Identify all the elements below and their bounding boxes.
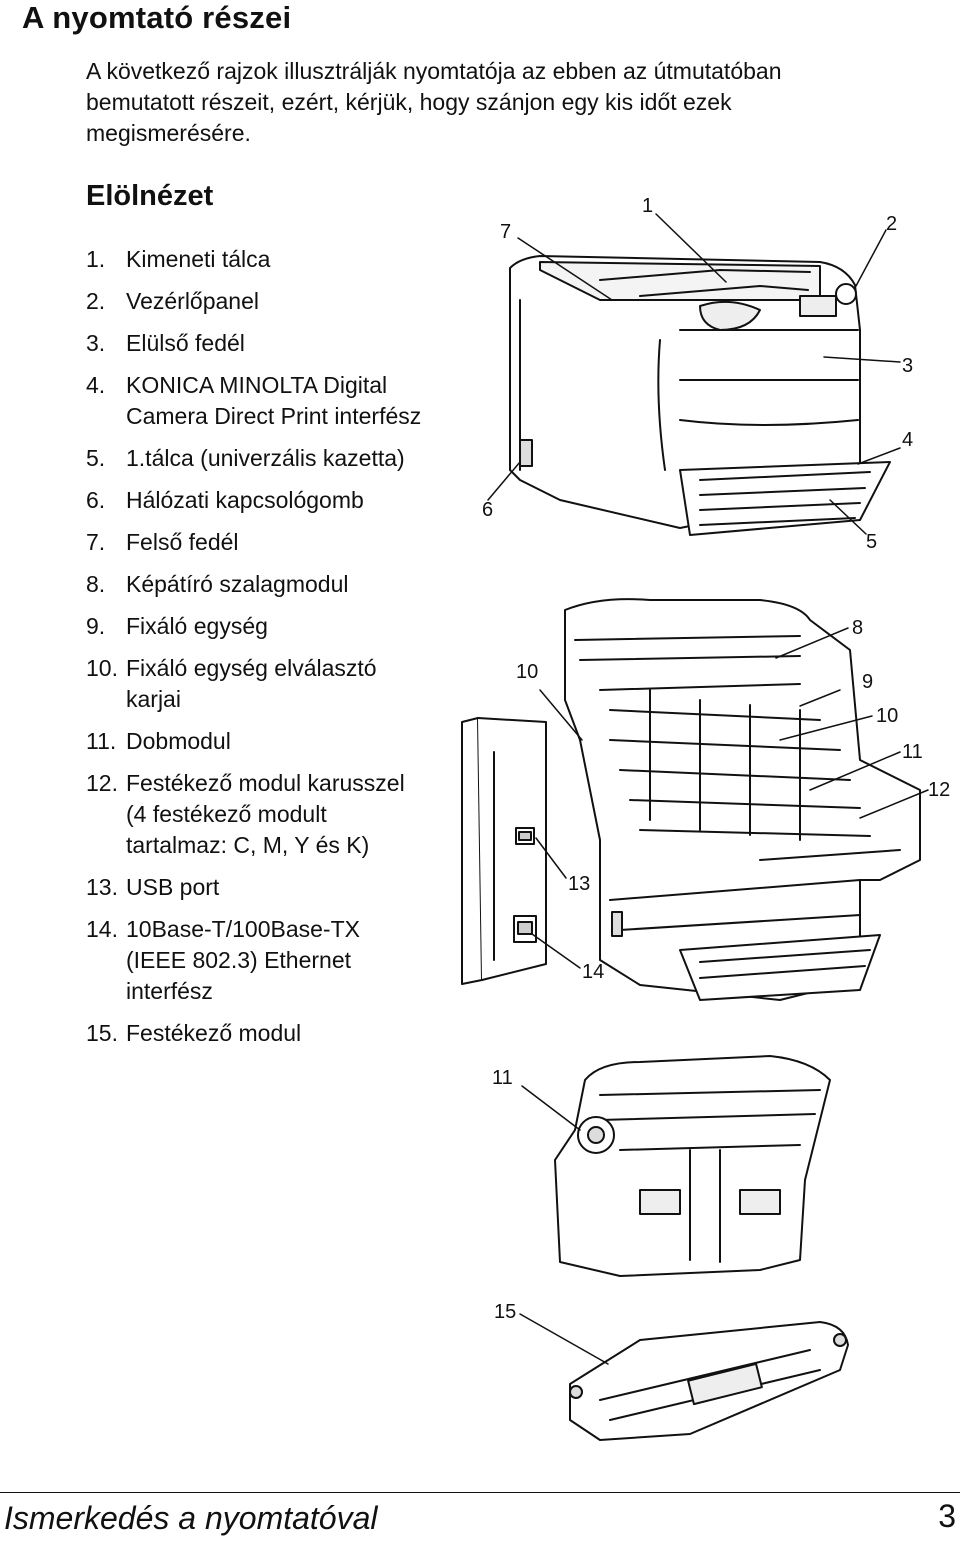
- printer-open-view-drawing: [564, 598, 921, 1001]
- list-item: 8.Képátíró szalagmodul: [86, 571, 349, 597]
- list-item: 3.Elülső fedél: [86, 330, 245, 356]
- printer-side-panel-drawing: [461, 717, 547, 985]
- footer-chapter-title: Ismerkedés a nyomtatóval: [4, 1500, 378, 1536]
- page-number: 3: [938, 1498, 956, 1534]
- list-item: 7.Felső fedél: [86, 529, 239, 555]
- callout-13: 13: [568, 873, 590, 895]
- callout-numbers: 1 2 3 4 5 6 7 8 9 10 10 11 11 12 13 14 1…: [482, 195, 950, 1323]
- list-item: 4.KONICA MINOLTA Digital Camera Direct P…: [86, 372, 422, 429]
- list-item: 2.Vezérlőpanel: [86, 288, 259, 314]
- list-item: 12.Festékező modul karusszel (4 festékez…: [86, 770, 405, 858]
- callout-10-fuser: 10: [876, 705, 898, 727]
- callout-1: 1: [642, 195, 653, 217]
- callout-3: 3: [902, 355, 913, 377]
- list-item: 10.Fixáló egység elválasztó karjai: [86, 655, 377, 712]
- list-item: 14.10Base-T/100Base-TX (IEEE 802.3) Ethe…: [86, 916, 360, 1004]
- list-item: 1.Kimeneti tálca: [86, 246, 271, 272]
- callout-7: 7: [500, 221, 511, 243]
- callout-leader-lines: [487, 213, 929, 1365]
- callout-9: 9: [862, 671, 873, 693]
- page-heading: A nyomtató részei: [22, 0, 292, 35]
- drum-cartridge-drawing: [554, 1055, 831, 1277]
- callout-11: 11: [902, 741, 923, 763]
- intro-paragraph: A következő rajzok illusztrálják nyomtat…: [86, 58, 782, 146]
- list-item: 13.USB port: [86, 874, 220, 900]
- callout-12: 12: [928, 779, 950, 801]
- footer-divider: [0, 1492, 960, 1493]
- toner-cartridge-drawing: [569, 1321, 849, 1441]
- list-item: 11.Dobmodul: [86, 728, 231, 754]
- printer-illustration: 1 2 3 4 5 6 7 8 9 10 10 11 11 12 13 14 1…: [461, 195, 950, 1441]
- callout-2: 2: [886, 213, 897, 235]
- list-item: 5.1.tálca (univerzális kazetta): [86, 445, 405, 471]
- callout-8: 8: [852, 617, 863, 639]
- printer-front-view-drawing: [509, 255, 891, 536]
- section-title: Elölnézet: [86, 180, 214, 212]
- callout-14: 14: [582, 961, 604, 983]
- list-item: 9.Fixáló egység: [86, 613, 268, 639]
- callout-4: 4: [902, 429, 913, 451]
- callout-10: 10: [516, 661, 538, 683]
- callout-5: 5: [866, 531, 877, 553]
- list-item: 15.Festékező modul: [86, 1020, 302, 1046]
- parts-list: 1.Kimeneti tálca 2.Vezérlőpanel 3.Elülső…: [86, 244, 426, 1060]
- list-item: 6.Hálózati kapcsológomb: [86, 487, 364, 513]
- callout-6: 6: [482, 499, 493, 521]
- callout-11-drum: 11: [492, 1067, 513, 1089]
- callout-15: 15: [494, 1301, 516, 1323]
